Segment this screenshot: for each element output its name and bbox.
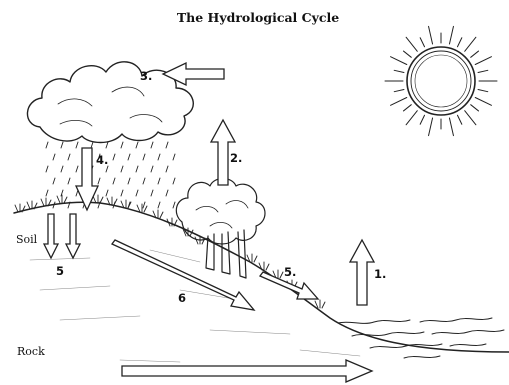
arrow-label-1: 1.: [374, 267, 386, 281]
hillside: [14, 202, 509, 362]
arrow-label-2: 2.: [230, 151, 242, 165]
grass: [15, 195, 325, 308]
label-soil: Soil: [16, 233, 38, 246]
arrow-3-condensation: [163, 63, 224, 85]
sun-icon: [385, 26, 497, 135]
arrow-5-soil-infiltration-a: [44, 214, 58, 258]
rain-streaks: [46, 142, 175, 208]
arrow-1-evaporation: [350, 240, 374, 305]
arrow-label-5-surface: 5.: [284, 265, 296, 279]
arrow-label-4: 4.: [96, 153, 108, 167]
arrow-label-5-soil: 5: [56, 264, 64, 278]
arrow-groundwater-flow: [122, 360, 372, 382]
arrow-label-3: 3.: [140, 69, 152, 83]
label-rock: Rock: [17, 345, 45, 358]
diagram-title: The Hydrological Cycle: [177, 10, 339, 25]
arrow-label-6: 6: [178, 291, 186, 305]
arrow-5-soil-infiltration-b: [66, 214, 80, 258]
